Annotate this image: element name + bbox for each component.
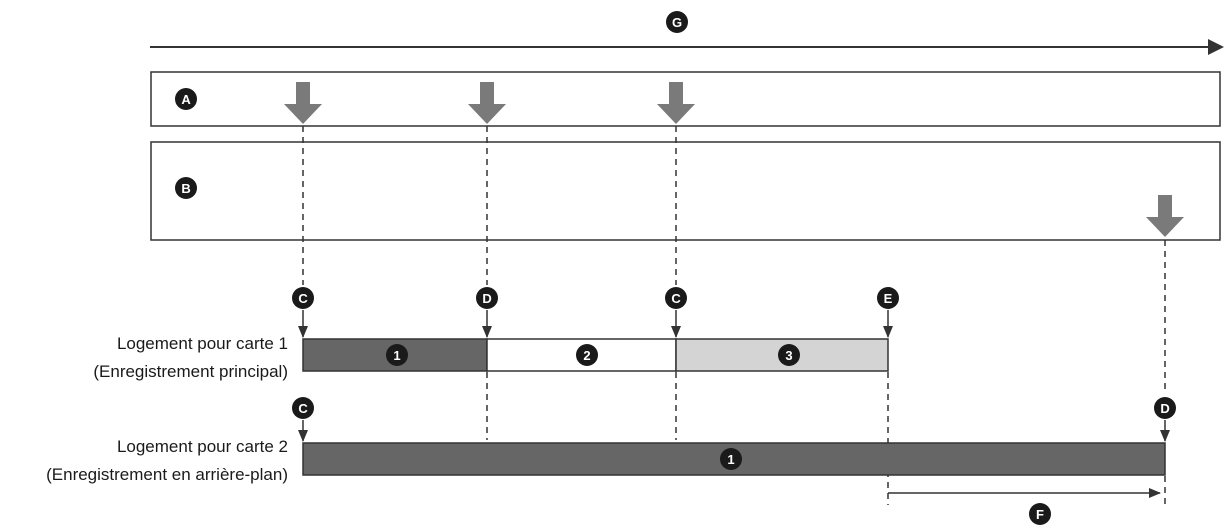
event-marker-4-text: E [884,291,893,306]
marker-b-text: B [181,181,190,196]
trigger-arrow-1 [284,82,322,124]
trigger-arrow-4 [1146,195,1184,237]
slot2-end-marker-text: D [1160,401,1169,416]
slot2-end-marker: D [1154,397,1176,419]
slot1-segment-1-number-text: 1 [393,348,400,363]
slot1-label-line1: Logement pour carte 1 [116,334,288,353]
marker-a-text: A [181,92,191,107]
trigger-arrow-3 [657,82,695,124]
marker-f: F [1029,503,1051,525]
event-marker-1: C [292,287,314,309]
marker-f-text: F [1036,507,1044,522]
slot2-start-marker-text: C [298,401,308,416]
trigger-arrow-2 [468,82,506,124]
slot1-segment-1-number: 1 [386,344,408,366]
time-axis-arrowhead [1208,39,1224,55]
marker-b: B [175,177,197,199]
slot1-segment-3-number: 3 [778,344,800,366]
slot1-segment-2-number: 2 [576,344,598,366]
slot2-segment-1-number-text: 1 [727,452,734,467]
lane-b-box [150,141,1221,241]
marker-g-text: G [672,15,682,30]
slot2-label-line2: (Enregistrement en arrière-plan) [46,465,288,484]
slot2-segment-1-number: 1 [720,448,742,470]
slot1-label-line2: (Enregistrement principal) [93,362,288,381]
marker-a: A [175,88,197,110]
slot1-segment-3-number-text: 3 [785,348,792,363]
event-marker-3-text: C [671,291,681,306]
lane-a-box [150,71,1221,127]
event-marker-1-text: C [298,291,308,306]
marker-g: G [666,11,688,33]
event-marker-2-text: D [482,291,491,306]
event-marker-4: E [877,287,899,309]
slot2-label-line1: Logement pour carte 2 [116,437,288,456]
slot1-segment-2-number-text: 2 [583,348,590,363]
slot2-start-marker: C [292,397,314,419]
event-marker-2: D [476,287,498,309]
event-marker-3: C [665,287,687,309]
